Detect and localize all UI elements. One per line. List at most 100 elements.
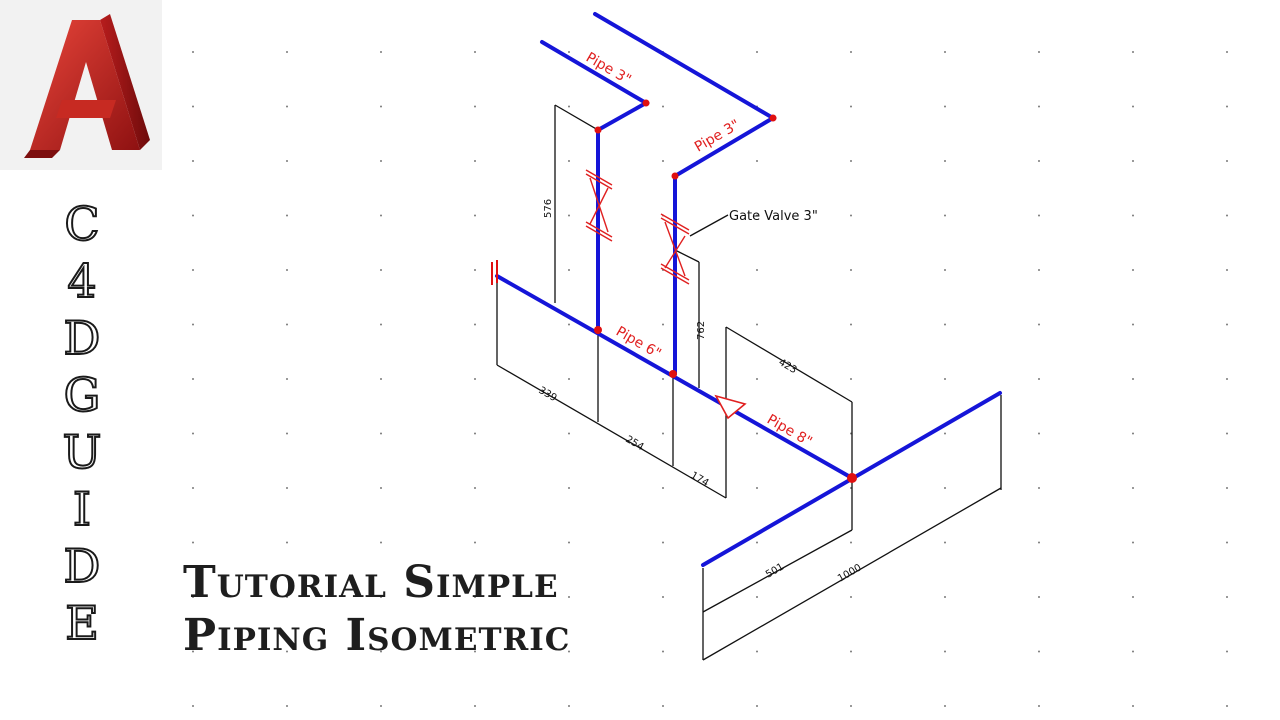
grid-dot (286, 432, 288, 435)
grid-dot (380, 650, 382, 653)
grid-dot (568, 596, 570, 598)
grid-dot (1038, 51, 1040, 53)
grid-dot (474, 214, 476, 217)
brand-letter: G (63, 367, 102, 423)
grid-dot (850, 650, 852, 653)
grid-dot (286, 105, 288, 108)
grid-dot (944, 160, 946, 162)
grid-dot (944, 432, 946, 435)
grid-dot (1226, 432, 1228, 435)
grid-dot (474, 105, 476, 108)
grid-dot (850, 378, 852, 380)
brand-letter: D (63, 310, 102, 366)
grid-dot (1038, 487, 1040, 489)
grid-dot (1038, 105, 1040, 108)
grid-dot (568, 160, 570, 162)
autocad-a-logo-icon (24, 14, 150, 158)
grid-dots (192, 51, 1228, 707)
grid-dot (380, 105, 382, 108)
grid-dot (568, 705, 570, 707)
grid-dot (192, 378, 194, 380)
grid-dot (192, 650, 194, 653)
grid-dot (756, 596, 758, 598)
grid-dot (1132, 323, 1134, 326)
grid-dot (756, 269, 758, 271)
grid-dot (662, 378, 664, 380)
grid-dot (850, 269, 852, 271)
brand-letter: 4 (66, 253, 97, 309)
grid-dot (756, 487, 758, 489)
grid-dot (568, 541, 570, 544)
grid-dot (568, 51, 570, 53)
dimension-lines (496, 104, 1002, 661)
dimension-label: 339 (537, 385, 559, 404)
grid-dot (662, 705, 664, 707)
grid-dot (662, 105, 664, 108)
dimension-label: 501 (764, 562, 786, 581)
grid-dot (1132, 541, 1134, 544)
grid-dot (1038, 705, 1040, 707)
grid-dot (380, 541, 382, 544)
grid-dot (1132, 596, 1134, 598)
grid-dot (380, 596, 382, 598)
grid-dot (1226, 214, 1228, 217)
grid-dot (944, 269, 946, 271)
grid-dot (286, 650, 288, 653)
grid-dot (662, 160, 664, 162)
grid-dot (1132, 650, 1134, 653)
grid-dot (192, 487, 194, 489)
grid-dot (192, 432, 194, 435)
grid-dot (192, 269, 194, 271)
grid-dot (568, 378, 570, 380)
pipe-end-flange (491, 260, 498, 285)
grid-dot (662, 596, 664, 598)
grid-dot (1132, 378, 1134, 380)
grid-dot (850, 214, 852, 217)
grid-dot (850, 541, 852, 544)
grid-dot (1226, 105, 1228, 108)
grid-dot (944, 487, 946, 489)
grid-dot (568, 105, 570, 108)
grid-dot (286, 541, 288, 544)
grid-dot (192, 323, 194, 326)
grid-dot (568, 432, 570, 435)
grid-dot (756, 432, 758, 435)
grid-dot (756, 214, 758, 217)
grid-dot (850, 705, 852, 707)
brand-letter: E (64, 595, 100, 651)
grid-dot (286, 160, 288, 162)
grid-dot (1038, 214, 1040, 217)
grid-dot (1226, 541, 1228, 544)
grid-dot (1132, 432, 1134, 435)
grid-dot (568, 269, 570, 271)
grid-dot (380, 160, 382, 162)
grid-dot (380, 214, 382, 217)
grid-dot (1038, 650, 1040, 653)
brand-letter: I (72, 481, 92, 537)
tutorial-title: Tutorial Simple Piping Isometric (183, 556, 623, 662)
dimension-label: 423 (777, 357, 799, 376)
pipes (495, 12, 1002, 567)
grid-dot (1132, 51, 1134, 53)
autocad-logo (0, 0, 162, 170)
grid-dot (1038, 378, 1040, 380)
grid-dot (1038, 269, 1040, 271)
grid-dot (1226, 650, 1228, 653)
grid-dot (474, 705, 476, 707)
grid-dot (756, 541, 758, 544)
grid-dot (1132, 105, 1134, 108)
grid-dot (474, 487, 476, 489)
grid-dot (380, 432, 382, 435)
grid-dot (756, 160, 758, 162)
dimension-label: 762 (696, 321, 707, 340)
grid-dot (944, 214, 946, 217)
grid-dot (756, 650, 758, 653)
gate-valve-callout: Gate Valve 3" (729, 209, 818, 224)
grid-dot (756, 378, 758, 380)
grid-dot (474, 541, 476, 544)
grid-dot (286, 323, 288, 326)
grid-dot (662, 650, 664, 653)
grid-dot (286, 705, 288, 707)
grid-dot (286, 487, 288, 489)
grid-dot (380, 323, 382, 326)
